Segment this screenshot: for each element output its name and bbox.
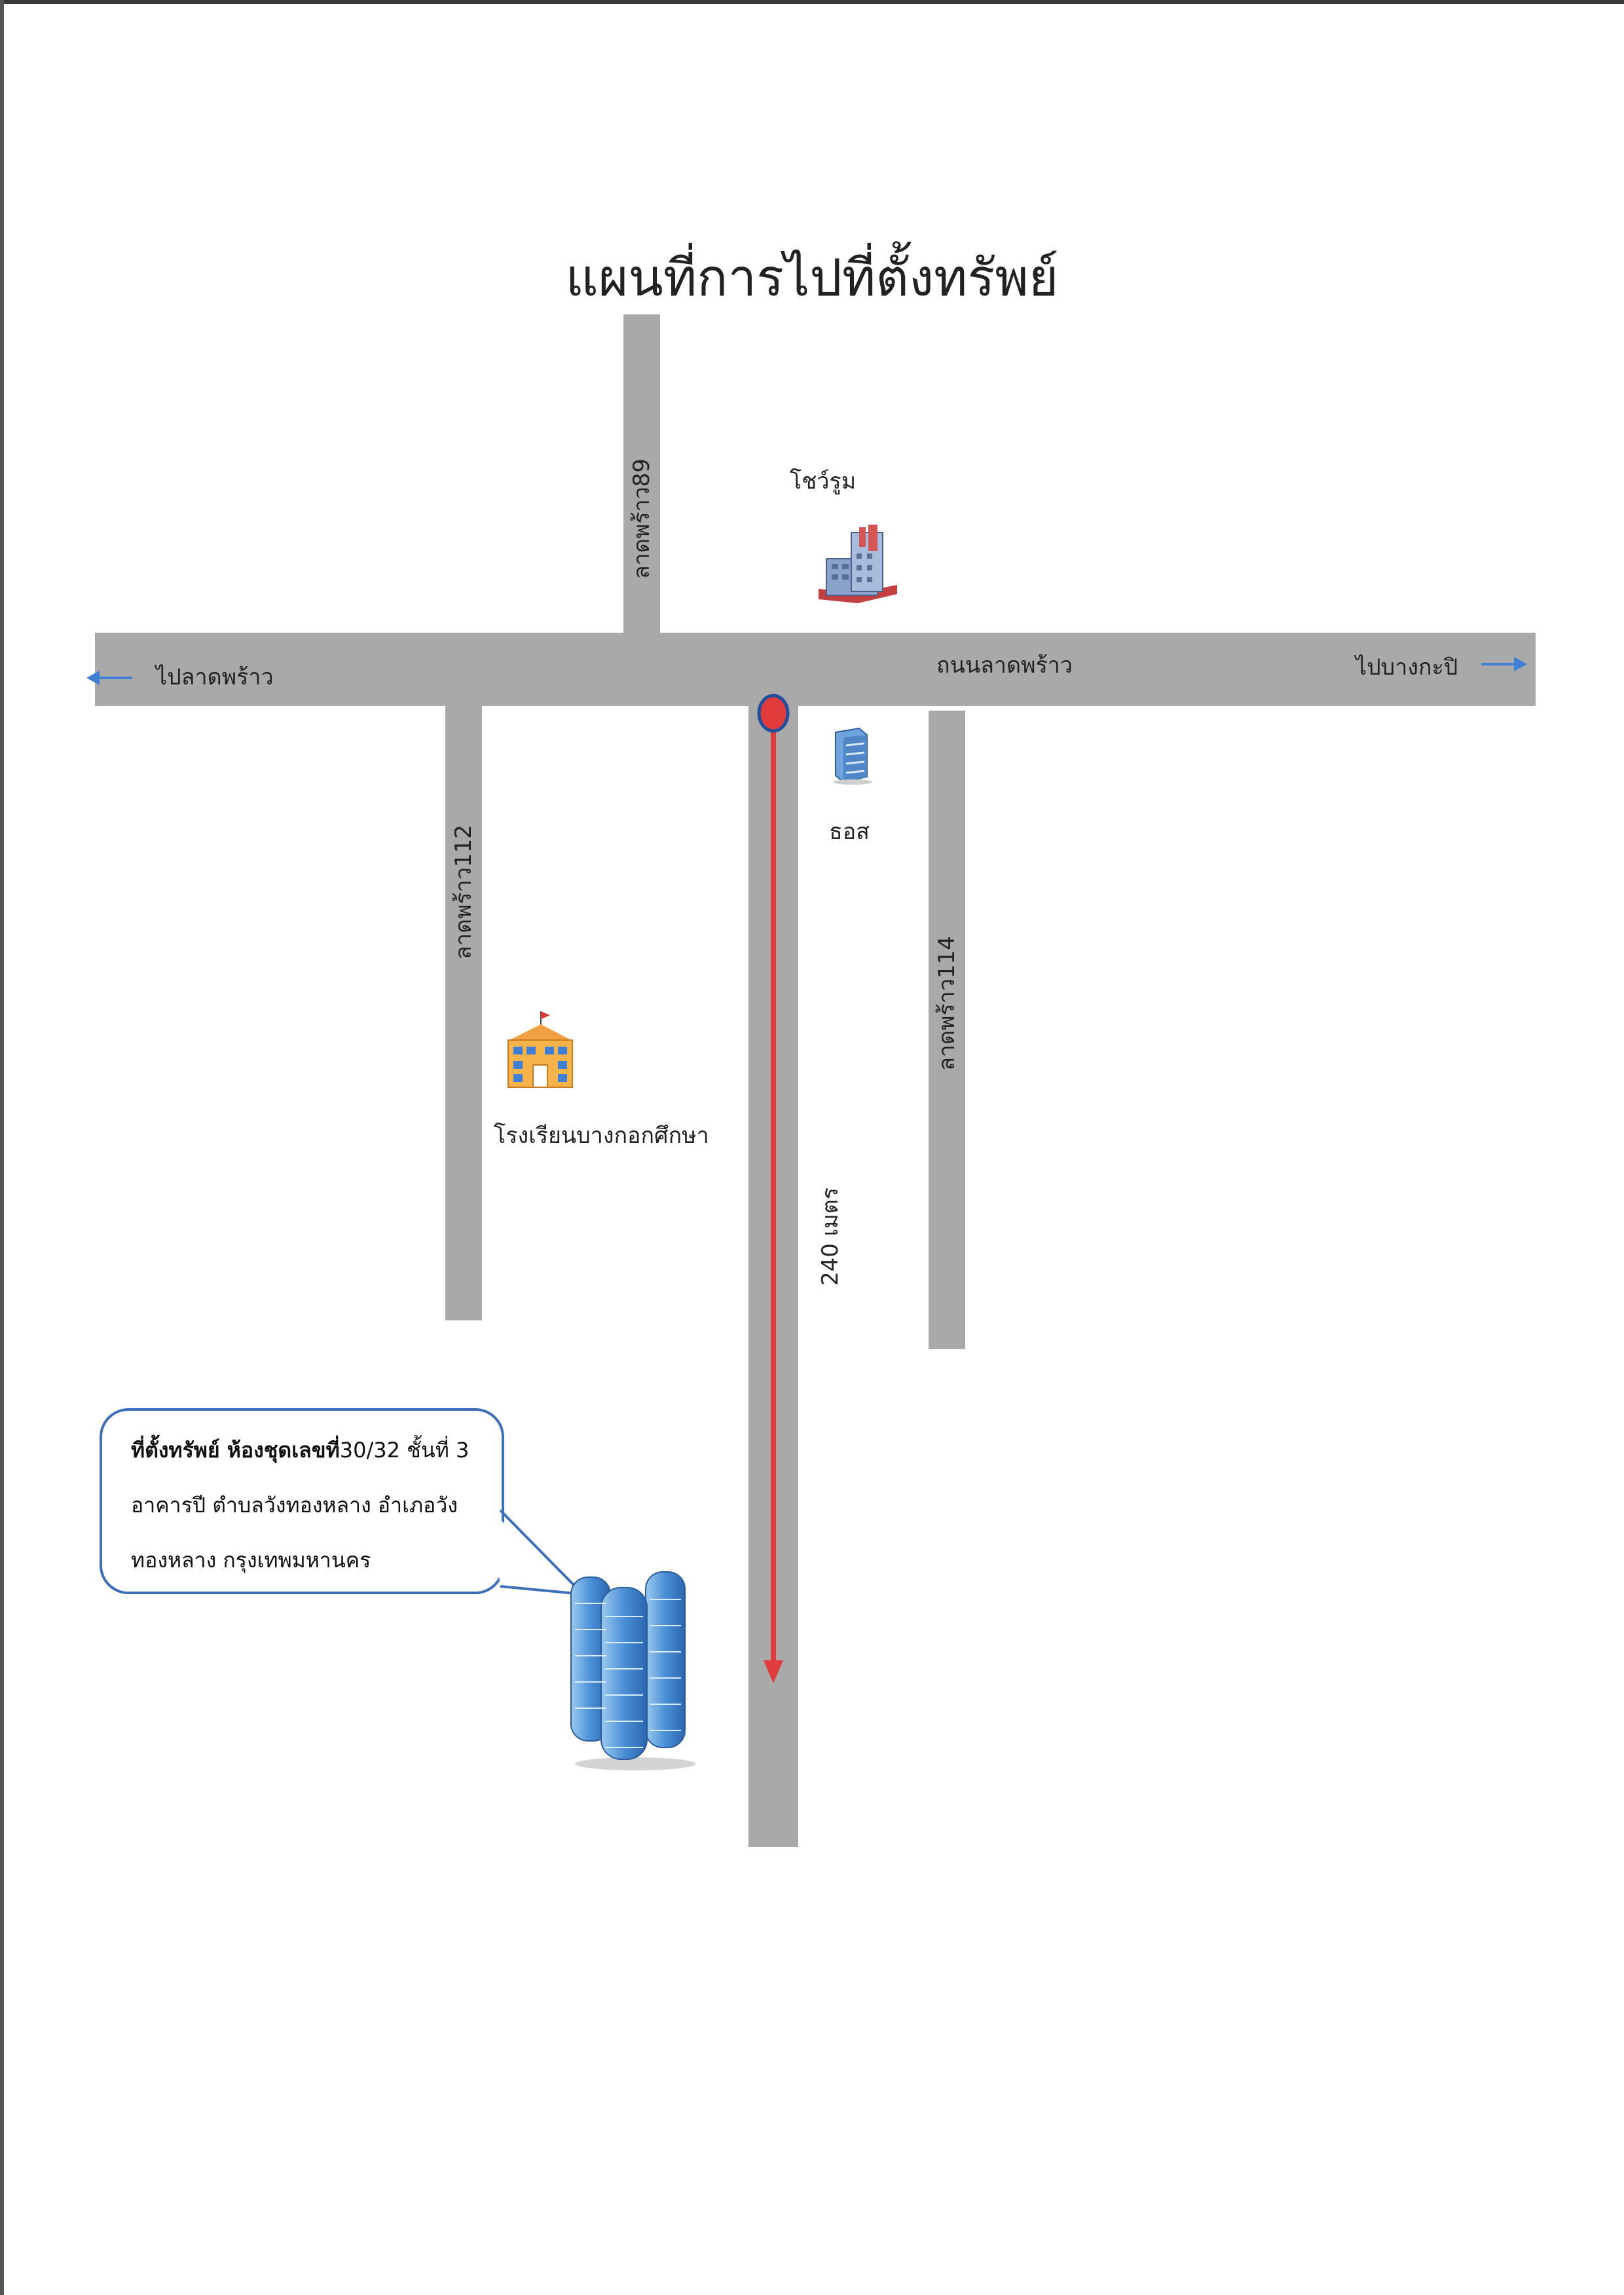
- callout-line2: อาคารปี ตำบลวังทองหลาง อำเภอวัง: [131, 1493, 458, 1518]
- label-soi-114: ลาดพร้าว114: [934, 936, 960, 1071]
- callout-lead: ที่ตั้งทรัพย์ ห้องชุดเลขที่: [131, 1438, 340, 1463]
- route-arrowhead: [764, 1660, 783, 1683]
- callout-line3: ทองหลาง กรุงเทพมหานคร: [131, 1548, 371, 1573]
- road-soi-89: [623, 314, 660, 633]
- property-callout-text: ที่ตั้งทรัพย์ ห้องชุดเลขที่30/32 ชั้นที่…: [131, 1423, 498, 1588]
- road-lat-phrao: [95, 633, 1536, 706]
- start-marker: [757, 694, 790, 733]
- factory-icon: [819, 525, 897, 603]
- arrow-left-head: [86, 671, 100, 685]
- callout-line1: 30/32 ชั้นที่ 3: [339, 1438, 470, 1463]
- scan-edge-top: [0, 0, 1624, 4]
- arrow-left-line: [98, 677, 132, 679]
- scan-edge-left: [0, 0, 4, 2295]
- label-showroom: โชว์รูม: [790, 468, 857, 494]
- property-callout: [100, 1408, 504, 1594]
- label-distance: 240 เมตร: [817, 1187, 843, 1286]
- label-soi-112: ลาดพร้าว112: [451, 825, 477, 960]
- label-to-bang-kapi: ไปบางกะปิ: [1356, 654, 1458, 681]
- road-soi-114: [929, 711, 965, 1349]
- arrow-right-head: [1514, 657, 1527, 671]
- label-school: โรงเรียนบางกอกศึกษา: [494, 1123, 709, 1149]
- arrow-right-line: [1481, 663, 1515, 665]
- label-soi-89: ลาดพร้าว89: [629, 458, 655, 580]
- school-icon: [507, 1011, 574, 1088]
- condo-tower-icon: [570, 1571, 695, 1770]
- label-bank: ธอส: [829, 819, 870, 845]
- road-soi-112: [445, 706, 482, 1320]
- label-main-road: ถนนลาดพร้าว: [936, 652, 1073, 679]
- office-building-icon: [833, 727, 872, 785]
- label-to-lat-phrao: ไปลาดพร้าว: [156, 664, 274, 690]
- map-title: แผนที่การไปที่ตั้งทรัพย์: [565, 249, 1059, 308]
